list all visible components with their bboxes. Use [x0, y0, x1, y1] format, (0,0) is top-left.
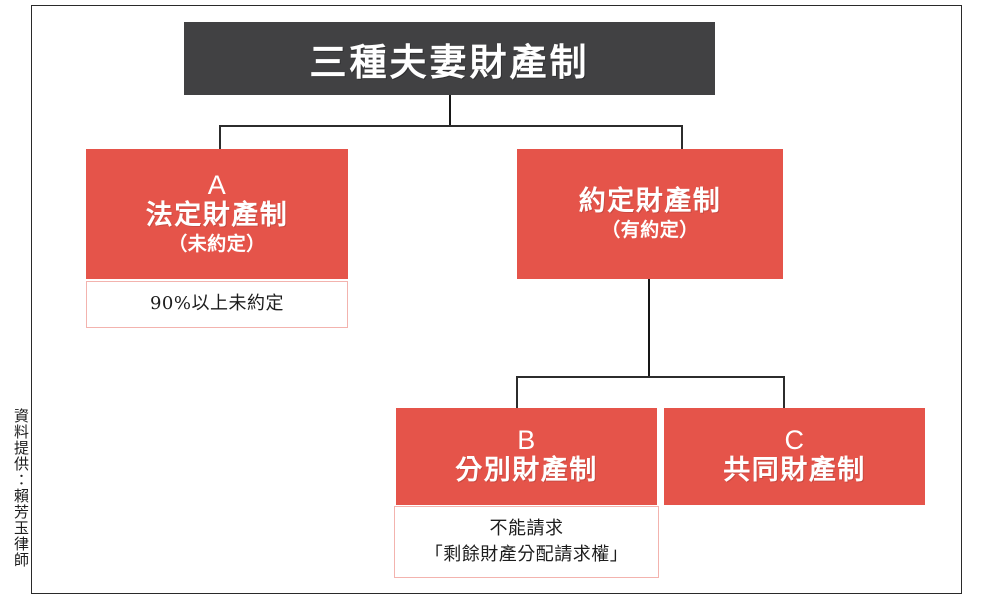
note-separate-line-2: 「剩餘財產分配請求權」 — [424, 544, 629, 565]
node-legal-letter: A — [207, 170, 227, 201]
node-legal-property-regime[interactable]: A 法定財產制 （未約定） — [86, 149, 348, 279]
node-separate-property-regime[interactable]: B 分別財產制 — [396, 408, 657, 505]
note-legal: 90%以上未約定 — [86, 281, 348, 328]
connector-title-bus — [219, 125, 683, 127]
node-agreed-label: 約定財產制 — [578, 185, 722, 217]
connector-drop-agreed — [681, 125, 683, 150]
outer-frame — [31, 5, 962, 594]
title-text: 三種夫妻財產制 — [309, 40, 590, 84]
node-agreed-property-regime[interactable]: 約定財產制 （有約定） — [517, 149, 783, 279]
node-legal-label: 法定財產制 — [145, 200, 289, 232]
node-title-box: 三種夫妻財產制 — [184, 22, 715, 95]
connector-bc-bus — [516, 376, 785, 378]
connector-drop-common — [783, 376, 785, 409]
node-separate-label: 分別財產制 — [455, 455, 598, 487]
node-common-label: 共同財產制 — [723, 455, 866, 487]
connector-agreed-stem — [648, 279, 650, 378]
credit-text: 資料提供：賴芳玉律師 — [12, 408, 30, 568]
node-agreed-sublabel: （有約定） — [601, 218, 699, 241]
note-legal-line-1: 90%以上未約定 — [149, 293, 284, 315]
node-common-letter: C — [784, 424, 805, 455]
node-common-property-regime[interactable]: C 共同財產制 — [664, 408, 925, 505]
node-legal-sublabel: （未約定） — [168, 233, 266, 256]
node-separate-letter: B — [517, 424, 536, 455]
connector-drop-legal — [219, 125, 221, 150]
note-separate: 不能請求 「剩餘財產分配請求權」 — [394, 506, 659, 578]
connector-title-stem — [449, 95, 451, 127]
connector-drop-separate — [516, 376, 518, 409]
note-separate-line-1: 不能請求 — [489, 517, 564, 539]
